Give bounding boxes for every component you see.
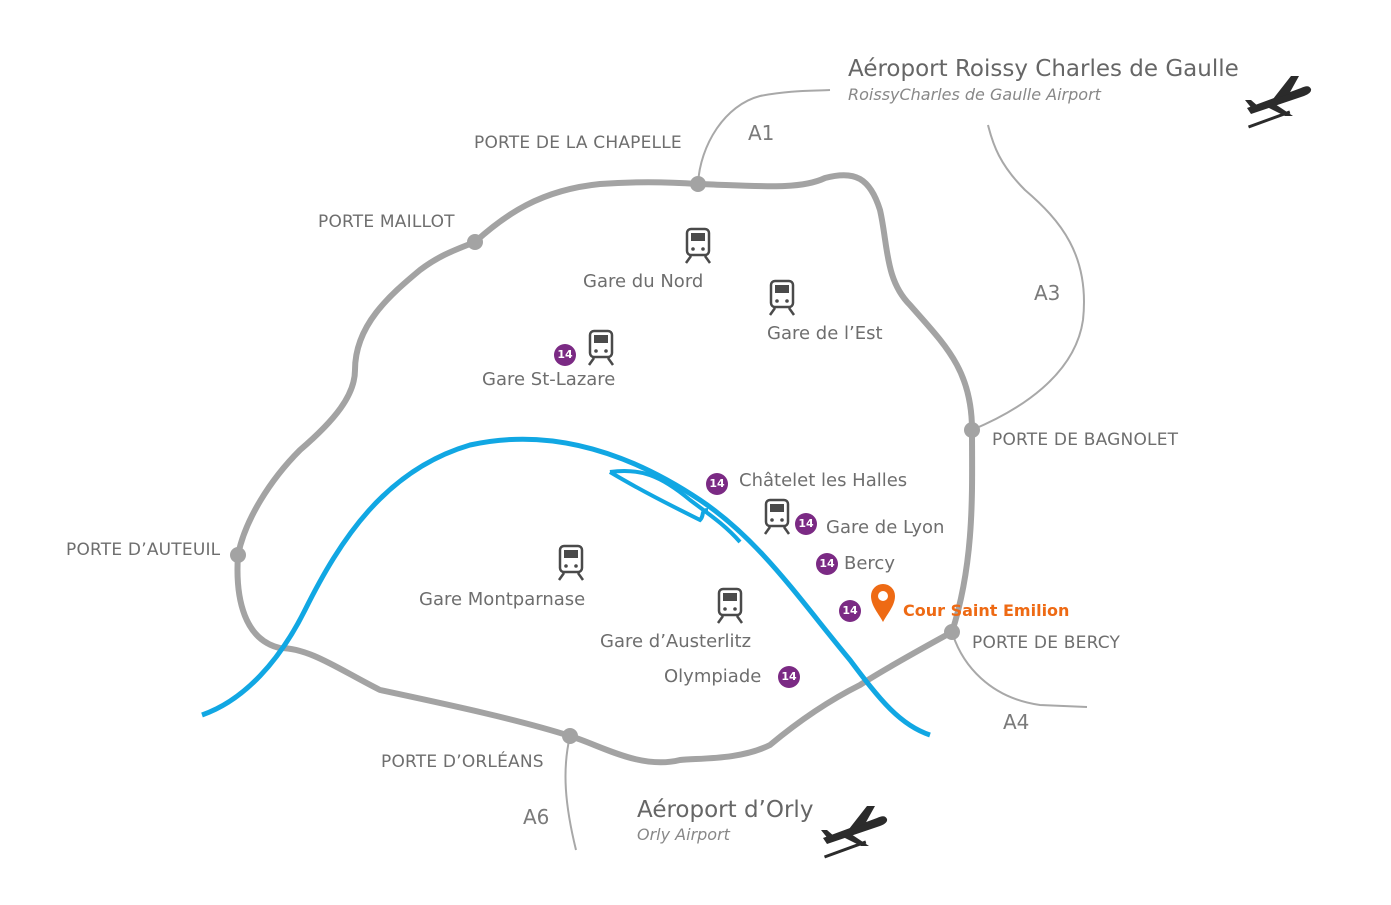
porte-bagnolet-label: PORTE DE BAGNOLET xyxy=(992,430,1179,450)
porte-auteuil-dot xyxy=(230,547,246,563)
station-gare-de-lest: Gare de l’Est xyxy=(767,323,883,344)
station-bercy: Bercy xyxy=(844,553,895,574)
destination-label: Cour Saint Emilion xyxy=(903,601,1070,620)
station-gare-montparnasse: Gare Montparnase xyxy=(419,589,586,610)
seine-island-channel-2 xyxy=(608,470,709,523)
porte-maillot-label: PORTE MAILLOT xyxy=(318,212,455,232)
porte-orleans-dot xyxy=(562,728,578,744)
metro-14-badge: 14 xyxy=(778,666,800,688)
orly-airport-subtitle: Orly Airport xyxy=(637,825,730,844)
train-icon xyxy=(557,544,585,582)
porte-maillot-dot xyxy=(467,234,483,250)
metro-14-badge: 14 xyxy=(795,513,817,535)
motorway-a1-label: A1 xyxy=(748,121,775,145)
motorway-a4-label: A4 xyxy=(1003,710,1030,734)
train-icon xyxy=(763,498,791,536)
motorway-a6-label: A6 xyxy=(523,805,550,829)
porte-bagnolet-dot xyxy=(964,422,980,438)
metro-14-badge: 14 xyxy=(816,553,838,575)
porte-chapelle-label: PORTE DE LA CHAPELLE xyxy=(474,133,682,153)
station-gare-austerlitz: Gare d’Austerlitz xyxy=(600,631,752,652)
seine-river xyxy=(201,436,931,738)
motorway-a1 xyxy=(697,89,831,185)
seine-island-channel xyxy=(609,468,742,544)
station-gare-st-lazare: Gare St-Lazare xyxy=(482,369,616,390)
location-pin-icon xyxy=(871,584,895,622)
porte-auteuil-label: PORTE D’AUTEUIL xyxy=(66,540,221,560)
motorway-a6 xyxy=(564,735,577,851)
train-icon xyxy=(587,329,615,367)
motorway-a4 xyxy=(951,631,1088,708)
station-gare-du-nord: Gare du Nord xyxy=(583,271,704,292)
airplane-icon xyxy=(1245,76,1312,129)
station-olympiade: Olympiade xyxy=(664,666,762,687)
cdg-airport-name: Aéroport Roissy Charles de Gaulle xyxy=(848,56,1239,82)
orly-airport-name: Aéroport d’Orly xyxy=(637,797,814,823)
station-gare-de-lyon: Gare de Lyon xyxy=(826,517,945,538)
porte-bercy-dot xyxy=(944,624,960,640)
train-icon xyxy=(684,227,712,265)
train-icon xyxy=(716,587,744,625)
train-icon xyxy=(768,279,796,317)
cdg-airport-subtitle: RoissyCharles de Gaulle Airport xyxy=(848,85,1101,104)
porte-orleans-label: PORTE D’ORLÉANS xyxy=(381,752,544,772)
metro-14-badge: 14 xyxy=(839,600,861,622)
motorway-a3-label: A3 xyxy=(1034,281,1061,305)
metro-14-badge: 14 xyxy=(554,344,576,366)
porte-bercy-label: PORTE DE BERCY xyxy=(972,633,1121,653)
station-chatelet-les-halles: Châtelet les Halles xyxy=(739,470,908,491)
airplane-icon xyxy=(821,806,888,859)
porte-chapelle-dot xyxy=(690,176,706,192)
metro-14-badge: 14 xyxy=(706,473,728,495)
motorway-a3 xyxy=(971,124,1085,431)
